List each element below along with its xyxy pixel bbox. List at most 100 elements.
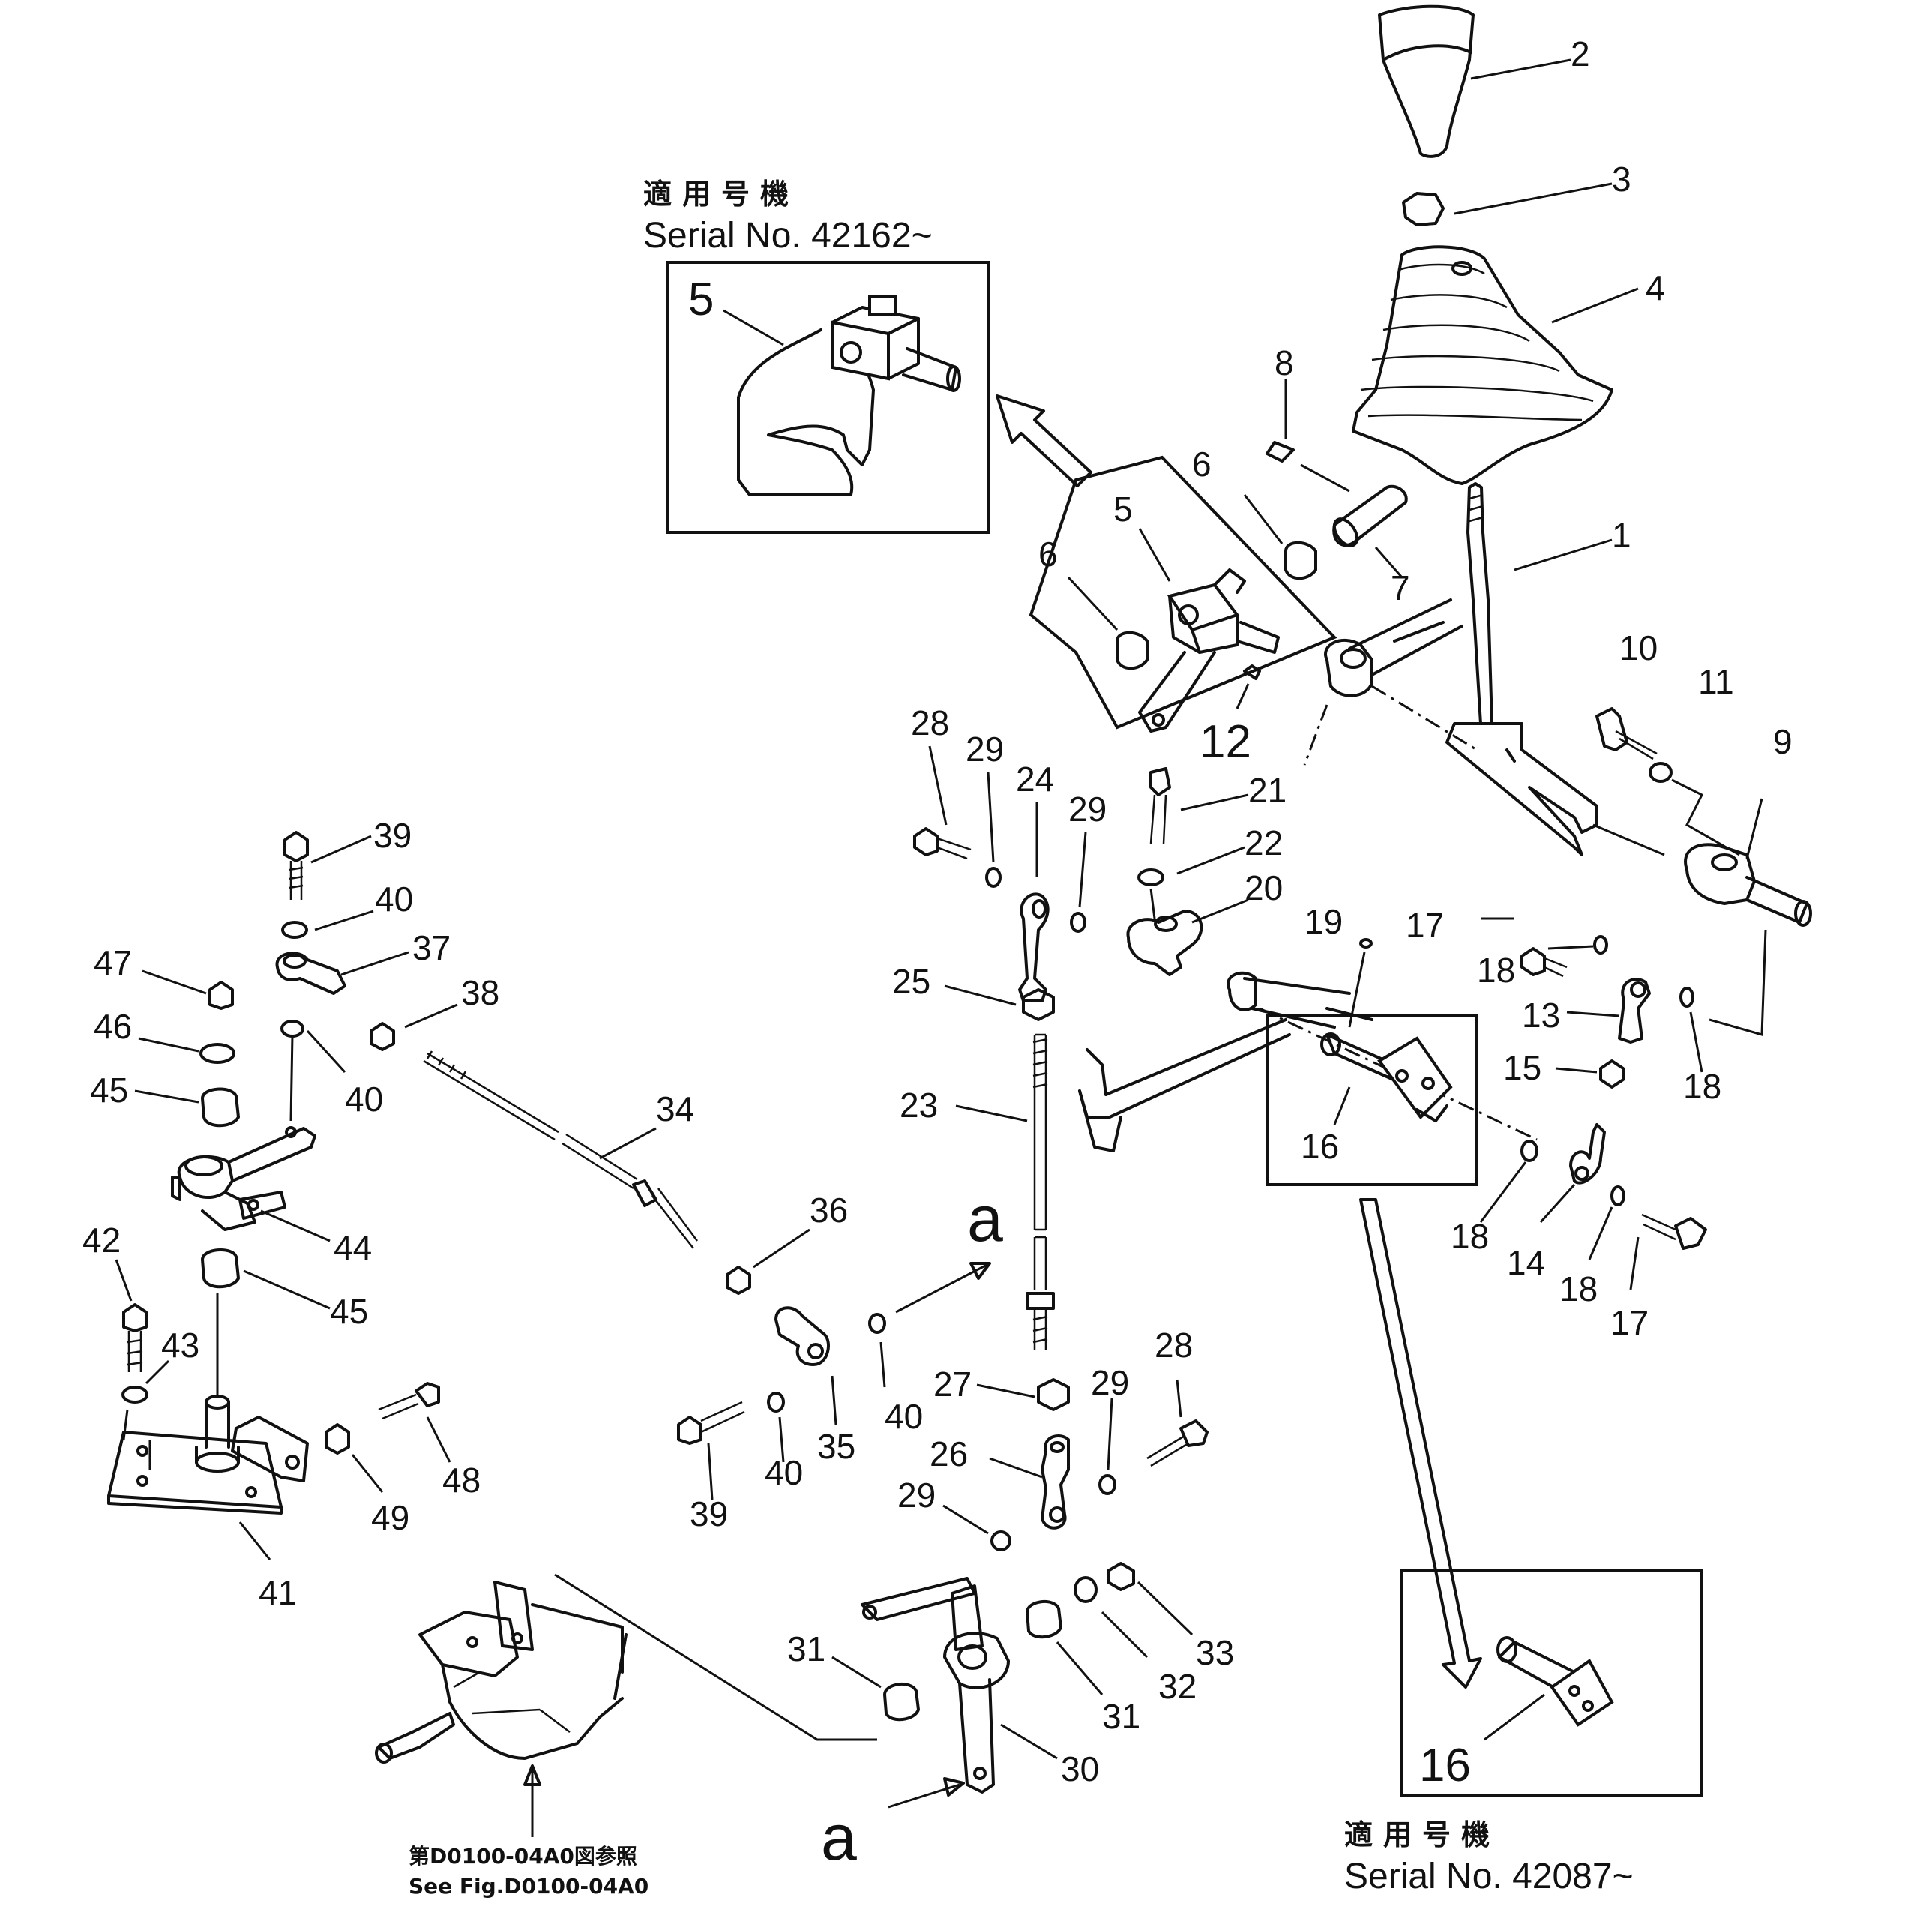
part-label-42: 42 bbox=[82, 1221, 121, 1260]
referenced-bracket bbox=[375, 1581, 628, 1837]
washer-40b bbox=[280, 1020, 304, 1038]
part-label-3: 3 bbox=[1612, 160, 1631, 199]
washer-40a bbox=[281, 921, 308, 939]
inset-serial-42162: 適用号機 Serial No. 42162~ 5 bbox=[643, 178, 990, 534]
bushing-31a bbox=[1026, 1599, 1062, 1639]
inset-part-number-2: 16 bbox=[1419, 1740, 1471, 1791]
washer-43 bbox=[121, 1386, 148, 1404]
pin-12 bbox=[1243, 664, 1261, 680]
lever-rod bbox=[1466, 482, 1493, 725]
bushing-near-19 bbox=[1227, 971, 1257, 1012]
washer-11 bbox=[1649, 762, 1673, 783]
lever-boss bbox=[1324, 638, 1373, 697]
part-label-46: 46 bbox=[94, 1007, 132, 1046]
bushing-6a bbox=[1284, 541, 1317, 580]
washer-46 bbox=[199, 1043, 235, 1064]
bolt-42 bbox=[122, 1303, 148, 1332]
nut-25 bbox=[1022, 988, 1055, 1021]
part-label-40-d: 40 bbox=[885, 1397, 923, 1436]
bolt-17b bbox=[1674, 1217, 1707, 1250]
lever-30-arm bbox=[861, 1577, 976, 1621]
part-label-14: 14 bbox=[1507, 1243, 1545, 1282]
part-label-39b: 39 bbox=[690, 1494, 728, 1533]
part-label-6a: 6 bbox=[1192, 445, 1212, 484]
part-label-29b: 29 bbox=[1068, 790, 1107, 829]
part-label-6b: 6 bbox=[1038, 535, 1058, 574]
part-label-12: 12 bbox=[1200, 716, 1251, 768]
rod-23 bbox=[1033, 1033, 1047, 1231]
inset-serial-text: Serial No. 42162~ bbox=[643, 216, 933, 256]
washer-40d bbox=[868, 1313, 886, 1334]
part-label-48: 48 bbox=[442, 1461, 481, 1500]
nut-38 bbox=[370, 1022, 395, 1051]
lever-assembly-frame bbox=[1029, 455, 1337, 730]
nut-49 bbox=[325, 1423, 350, 1455]
inset-serial-42087: 16 適用号機 Serial No. 42087~ bbox=[1344, 1569, 1703, 1896]
part-label-41: 41 bbox=[259, 1573, 297, 1612]
part-label-31b: 31 bbox=[787, 1629, 825, 1668]
inset-arrow-2 bbox=[1359, 1198, 1482, 1689]
lever-5-block bbox=[1167, 583, 1240, 632]
part-label-22: 22 bbox=[1245, 823, 1283, 862]
part-label-34: 34 bbox=[656, 1089, 694, 1128]
rod-34 bbox=[423, 1052, 559, 1141]
washer-29b bbox=[1070, 912, 1086, 933]
washer-32 bbox=[1074, 1576, 1098, 1603]
view-letter-a-upper: a bbox=[967, 1183, 1003, 1255]
part-label-28b: 28 bbox=[1155, 1326, 1193, 1365]
part-label-4: 4 bbox=[1646, 268, 1665, 307]
knob bbox=[1378, 4, 1475, 158]
pin-7 bbox=[1332, 484, 1408, 547]
part-label-2: 2 bbox=[1571, 34, 1590, 73]
lever-30-arm-down bbox=[958, 1678, 995, 1794]
bolt-48 bbox=[415, 1382, 440, 1407]
part-label-29a: 29 bbox=[966, 730, 1004, 769]
bushing-45b bbox=[201, 1248, 240, 1289]
bushing-6b bbox=[1116, 631, 1149, 670]
part-label-20: 20 bbox=[1245, 868, 1283, 907]
part-label-18a: 18 bbox=[1477, 951, 1515, 990]
post-41 bbox=[205, 1401, 230, 1449]
nut-33 bbox=[1107, 1562, 1135, 1591]
part-labels: 2 3 4 8 6 5 6 7 1 12 10 11 9 28 29 24 29… bbox=[82, 34, 1793, 1788]
part-label-1: 1 bbox=[1612, 516, 1631, 555]
part-label-19: 19 bbox=[1304, 902, 1343, 941]
part-label-40b: 40 bbox=[345, 1080, 383, 1119]
part-label-33: 33 bbox=[1196, 1633, 1234, 1672]
lever-5-pin bbox=[1236, 621, 1280, 654]
shaft-9 bbox=[1745, 876, 1808, 924]
bolt-39b bbox=[677, 1416, 702, 1445]
washer-18d bbox=[1610, 1185, 1625, 1206]
arm-20 bbox=[1126, 910, 1203, 976]
lever-5-arm bbox=[1138, 651, 1216, 733]
lever-30-boss bbox=[943, 1632, 1010, 1689]
part-label-39a: 39 bbox=[373, 816, 412, 855]
part-label-21: 21 bbox=[1248, 771, 1287, 810]
part-label-31a: 31 bbox=[1102, 1697, 1140, 1736]
inset-arrow bbox=[996, 394, 1092, 487]
bolt-28a bbox=[913, 827, 939, 856]
inset-part-number: 5 bbox=[688, 274, 714, 325]
part-label-5: 5 bbox=[1113, 490, 1133, 529]
part-label-11: 11 bbox=[1698, 662, 1734, 701]
part-label-40a: 40 bbox=[375, 880, 413, 919]
lever-bracket bbox=[1445, 722, 1598, 856]
part-label-25: 25 bbox=[892, 962, 930, 1001]
washer-29c bbox=[1098, 1474, 1116, 1495]
clamp-9 bbox=[1684, 843, 1756, 905]
part-label-8: 8 bbox=[1275, 343, 1294, 382]
nut-36 bbox=[726, 1266, 751, 1295]
part-label-36: 36 bbox=[810, 1191, 848, 1230]
part-label-17a: 17 bbox=[1406, 906, 1444, 945]
bolt-39a bbox=[283, 831, 309, 862]
part-label-15: 15 bbox=[1503, 1048, 1541, 1087]
part-label-23: 23 bbox=[900, 1086, 938, 1125]
part-label-38: 38 bbox=[461, 973, 499, 1012]
part-label-43: 43 bbox=[161, 1326, 199, 1365]
bolt-21 bbox=[1149, 767, 1171, 796]
bolt-10 bbox=[1595, 707, 1628, 751]
inset-pin bbox=[902, 347, 957, 391]
inset-applicability-jp-2: 適用号機 bbox=[1344, 1818, 1500, 1851]
